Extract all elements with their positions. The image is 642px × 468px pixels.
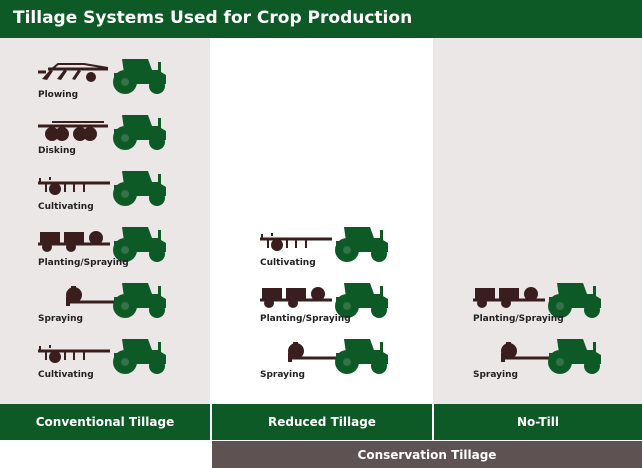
- plow-icon: [38, 63, 109, 82]
- diagram-title: Tillage Systems Used for Crop Production: [13, 8, 413, 28]
- tractor-icon: [335, 227, 388, 262]
- tractor-icon: [113, 283, 166, 318]
- tractor-icon: [113, 339, 166, 374]
- column-reduced-tillage: Cultivating Planting/Spraying Spraying: [212, 38, 432, 404]
- sprayer-icon: [288, 342, 336, 362]
- machine-disk: Disking: [38, 112, 213, 160]
- tractor-icon: [113, 115, 166, 150]
- cultivator-icon: [38, 345, 110, 363]
- machine-planter: Planting/Spraying: [473, 280, 642, 328]
- tractor-icon: [548, 339, 601, 374]
- machine-label: Cultivating: [260, 258, 316, 268]
- disk-harrow-icon: [38, 121, 108, 141]
- cultivator-icon: [38, 177, 110, 195]
- tractor-icon: [335, 339, 388, 374]
- machine-label: Planting/Spraying: [473, 314, 564, 324]
- column-no-till: Planting/Spraying Spraying: [433, 38, 642, 404]
- footer-conventional-tillage: Conventional Tillage: [0, 404, 210, 440]
- machine-label: Cultivating: [38, 370, 94, 380]
- conservation-tillage-bar: Conservation Tillage: [212, 441, 642, 468]
- machine-label: Planting/Spraying: [260, 314, 351, 324]
- sprayer-icon: [501, 342, 549, 362]
- tractor-icon: [335, 283, 388, 318]
- machine-label: Plowing: [38, 90, 79, 100]
- machine-sprayer: Spraying: [473, 336, 642, 384]
- footer-no-till: No-Till: [434, 404, 642, 440]
- planter-icon: [473, 287, 545, 308]
- machine-planter: Planting/Spraying: [38, 224, 213, 272]
- footer-reduced-tillage: Reduced Tillage: [212, 404, 432, 440]
- tractor-icon: [548, 283, 601, 318]
- machine-label: Cultivating: [38, 202, 94, 212]
- tractor-icon: [113, 227, 166, 262]
- planter-icon: [260, 287, 332, 308]
- machine-sprayer: Spraying: [260, 336, 435, 384]
- machine-planter: Planting/Spraying: [260, 280, 435, 328]
- machine-cultivator: Cultivating: [260, 224, 435, 272]
- planter-icon: [38, 231, 110, 252]
- cultivator-icon: [260, 233, 332, 251]
- machine-cultivator: Cultivating: [38, 336, 213, 384]
- tractor-icon: [113, 59, 166, 94]
- tractor-icon: [113, 171, 166, 206]
- column-conventional-tillage: Plowing Disking Cultivating Planting/Spr…: [0, 38, 210, 404]
- sprayer-icon: [66, 286, 114, 306]
- machine-plow: Plowing: [38, 56, 213, 104]
- machine-cultivator: Cultivating: [38, 168, 213, 216]
- machine-label: Disking: [38, 146, 76, 156]
- title-bar: Tillage Systems Used for Crop Production: [0, 0, 642, 38]
- machine-label: Spraying: [38, 314, 83, 324]
- machine-sprayer: Spraying: [38, 280, 213, 328]
- machine-label: Spraying: [473, 370, 518, 380]
- machine-label: Planting/Spraying: [38, 258, 129, 268]
- machine-label: Spraying: [260, 370, 305, 380]
